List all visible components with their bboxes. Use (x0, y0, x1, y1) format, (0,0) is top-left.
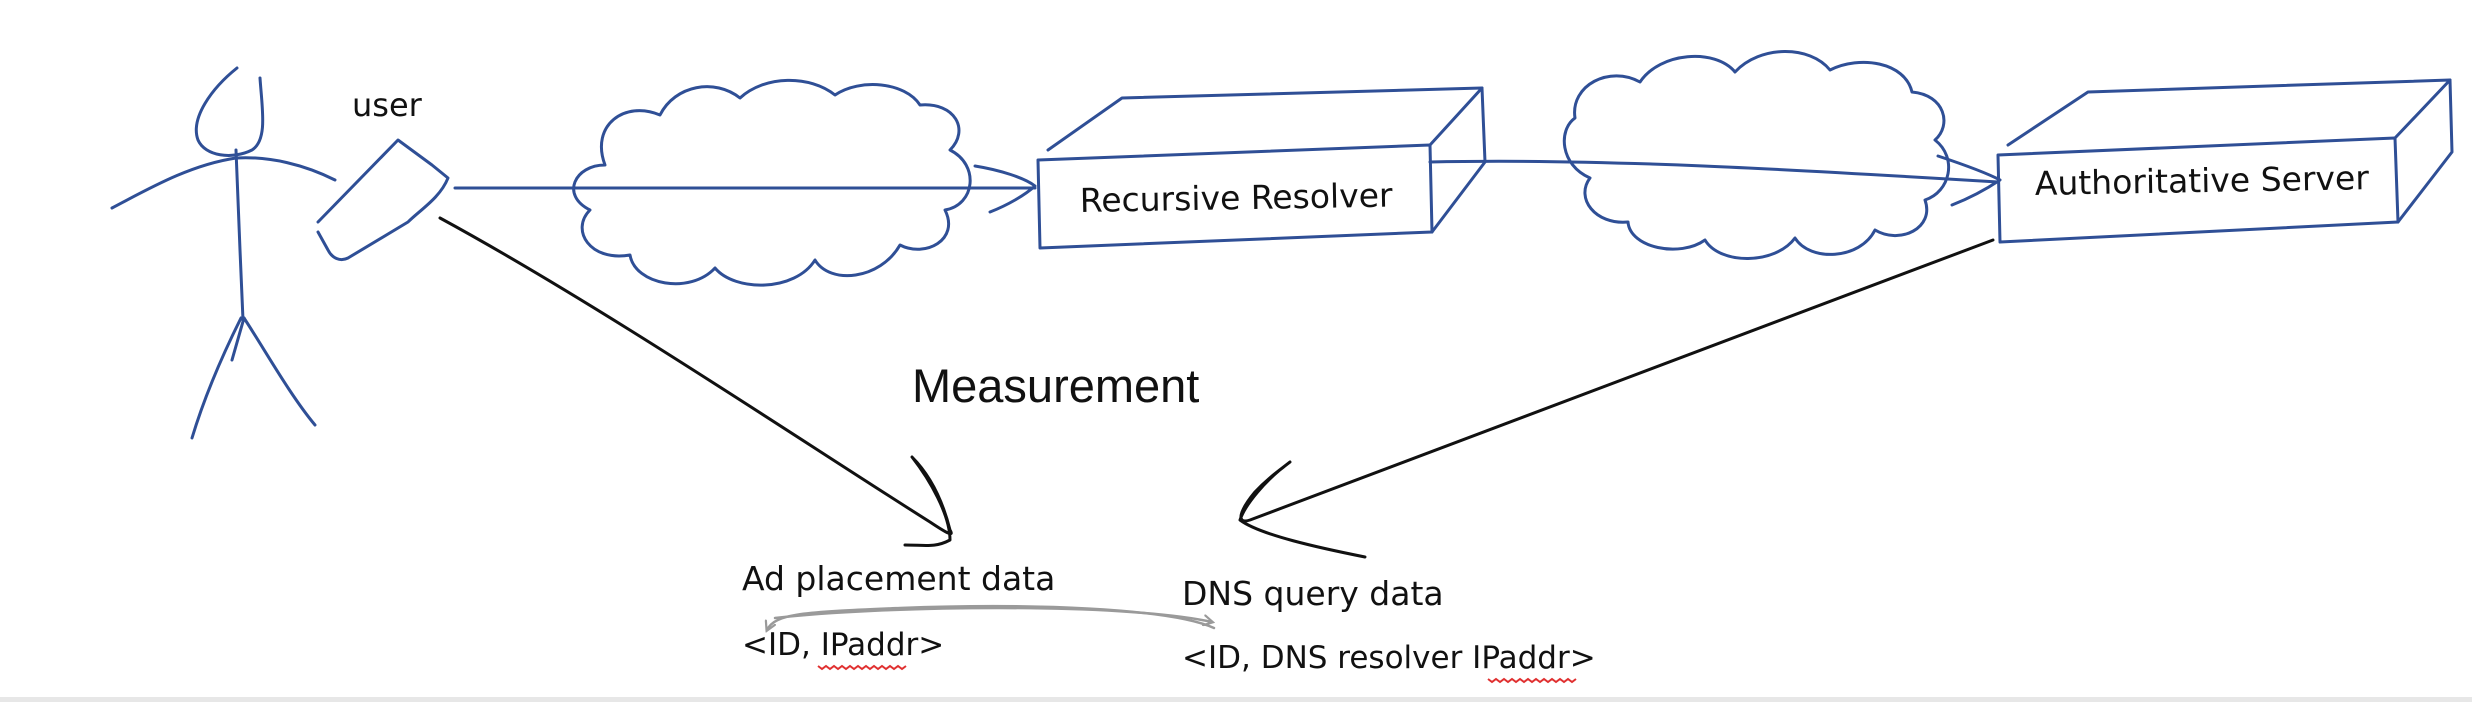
spellcheck-underline (1487, 677, 1577, 684)
user-label: user (352, 86, 423, 124)
ad-placement-callout-curve (438, 216, 953, 548)
user-to-resolver-arrow (453, 164, 1037, 214)
spellcheck-underline (817, 664, 907, 671)
dns-query-callout-curve (1238, 238, 1995, 559)
recursive-resolver-label: Recursive Resolver (1079, 176, 1393, 220)
internet-cloud-icon (572, 78, 972, 287)
authoritative-server-label: Authoritative Server (2034, 158, 2369, 203)
dns-query-data-label: DNS query data (1182, 574, 1444, 613)
resolver-to-authoritative-arrow (1428, 154, 2002, 207)
page-bottom-border (0, 697, 2472, 702)
user-stick-figure-icon (110, 66, 337, 440)
internet-cloud-icon (1562, 50, 1951, 260)
id-join-arrow (767, 604, 1216, 630)
ad-placement-data-label: Ad placement data (742, 559, 1055, 598)
dns-query-tuple-label: <ID, DNS resolver IPaddr> (1182, 640, 1596, 676)
ad-placement-tuple-label: <ID, IPaddr> (742, 627, 944, 663)
authoritative-server-box (1996, 78, 2454, 244)
recursive-resolver-box (1036, 86, 1487, 250)
measurement-title: Measurement (912, 359, 1199, 412)
phone-icon (316, 138, 450, 262)
